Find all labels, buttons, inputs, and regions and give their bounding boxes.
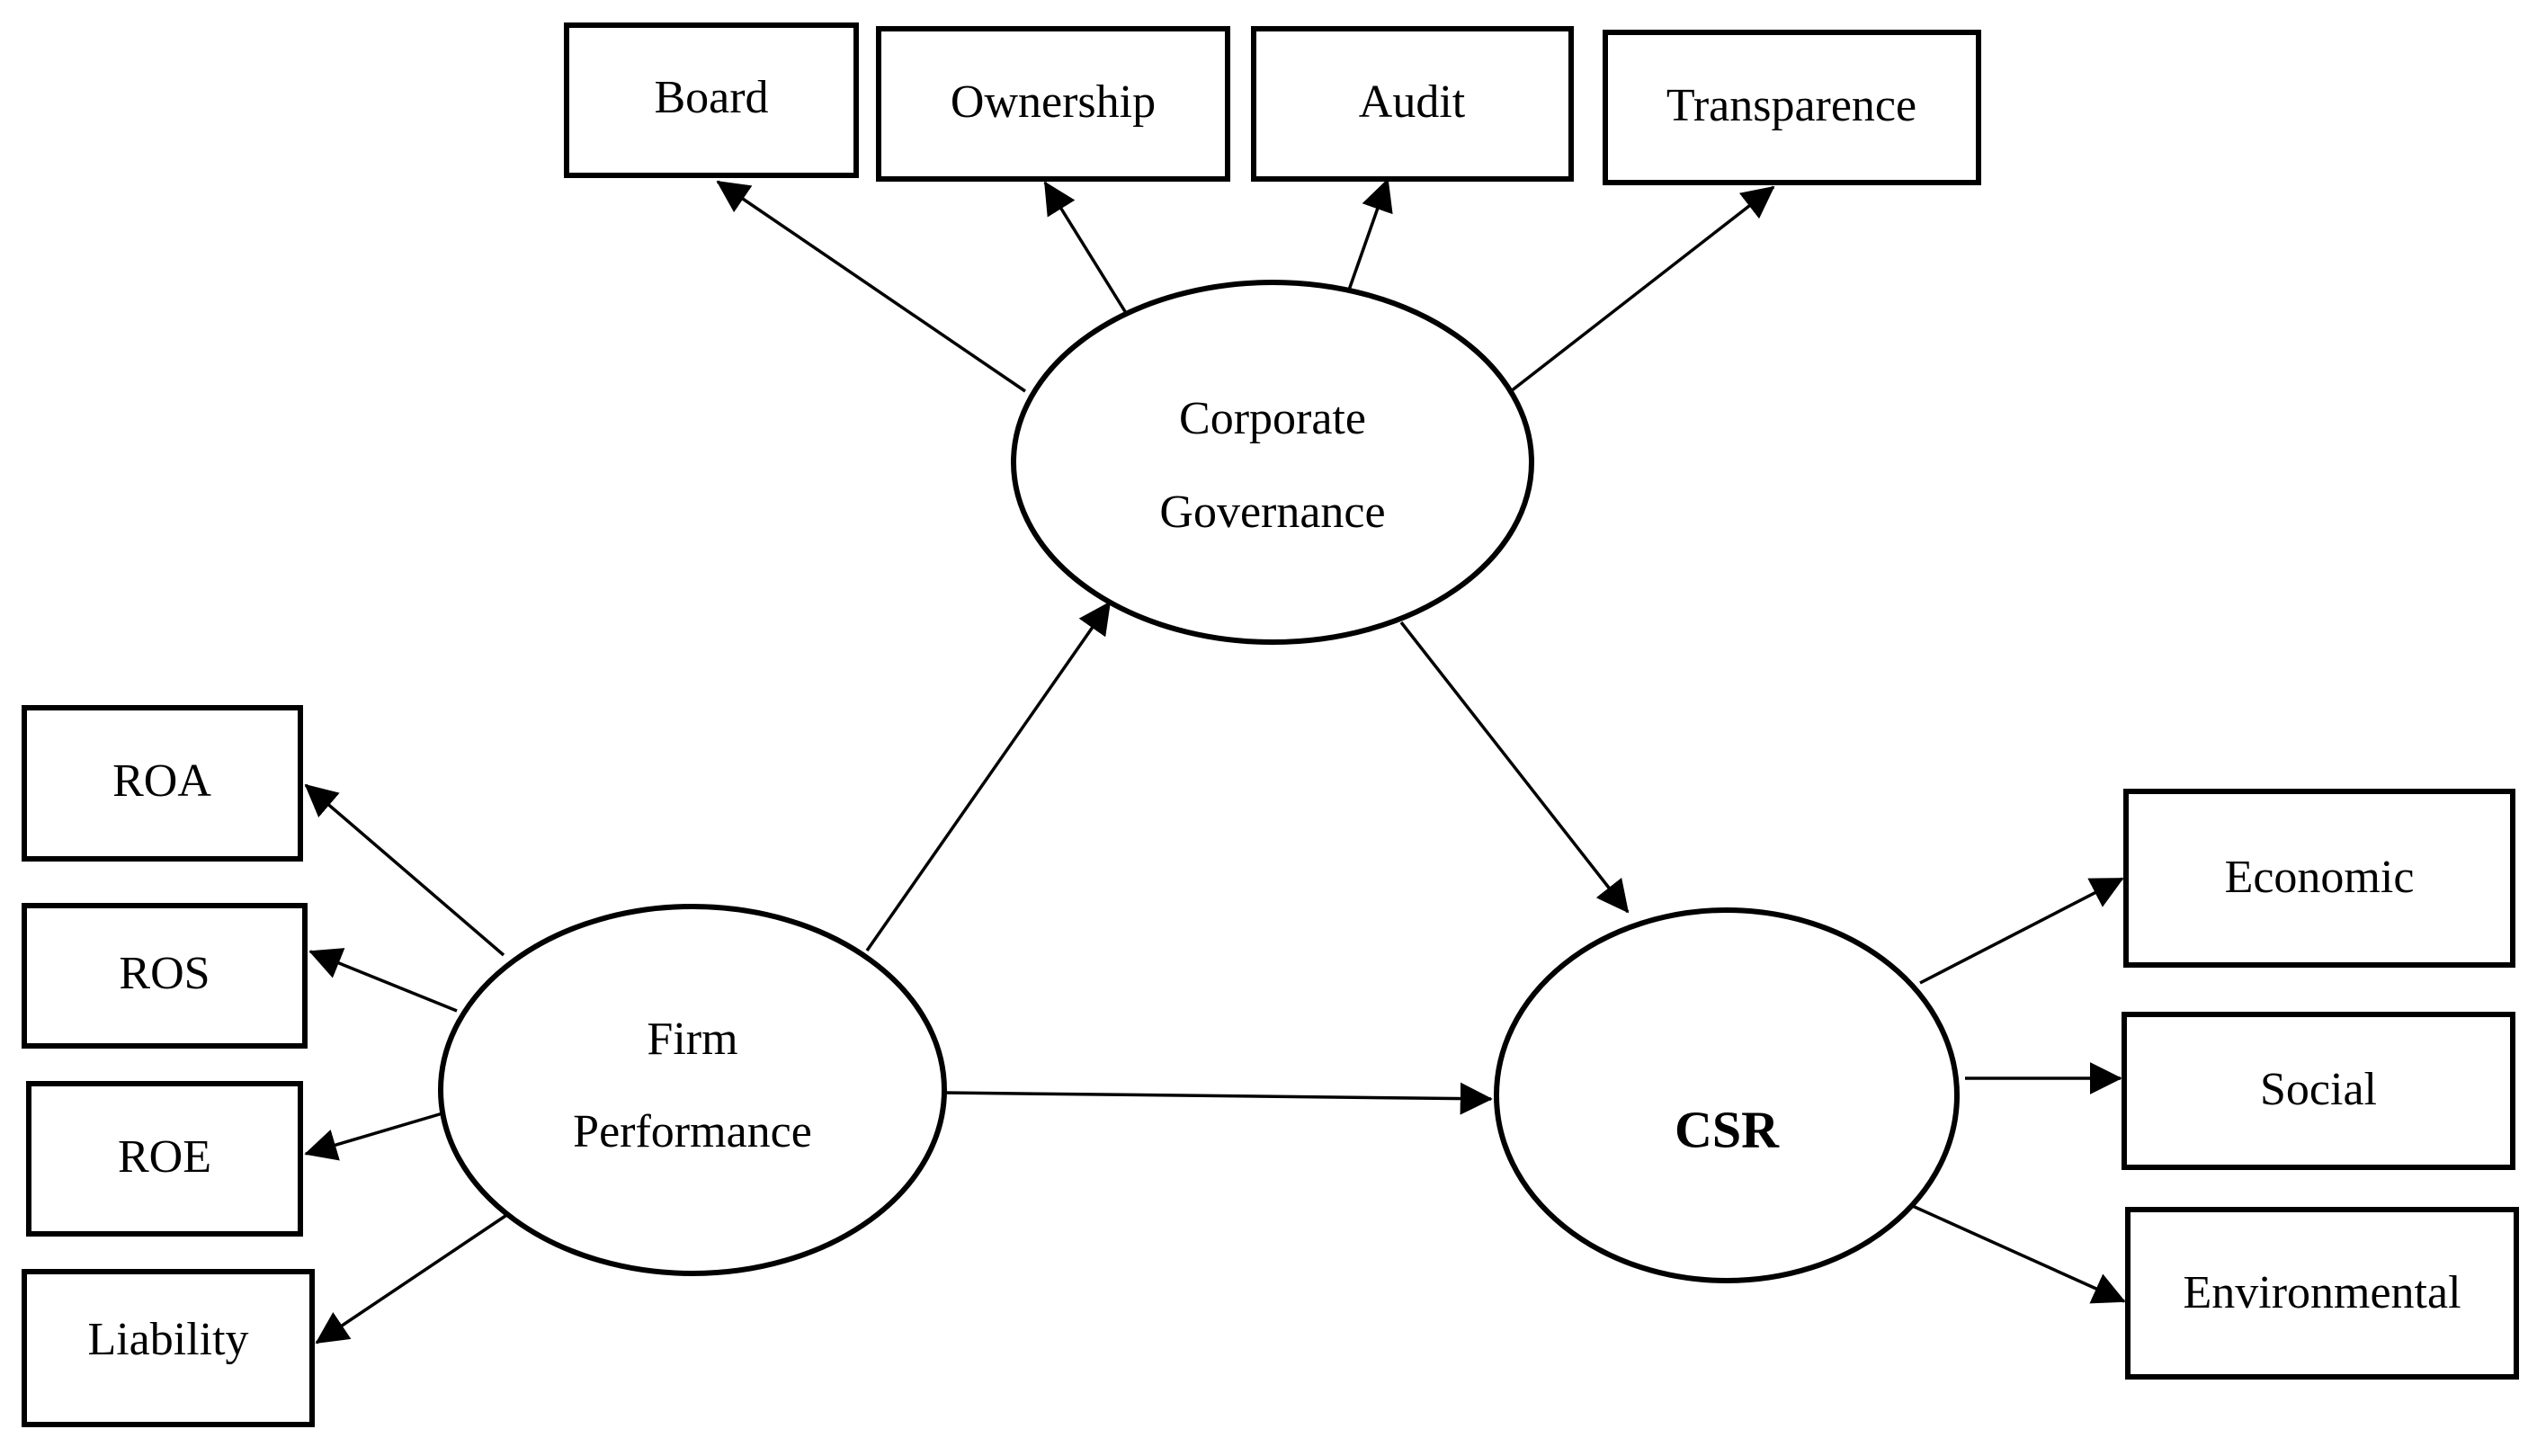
- performance-indicators: ROA ROS ROE Liability: [22, 705, 315, 1427]
- arrow-governance-to-board: [716, 180, 1026, 393]
- firm-performance-label-line1: Firm: [647, 1014, 737, 1065]
- social-label: Social: [2260, 1064, 2377, 1115]
- board-label: Board: [654, 72, 768, 123]
- arrow-performance-to-governance: [865, 601, 1112, 952]
- board-box: Board: [564, 22, 859, 178]
- transparence-label: Transparence: [1666, 80, 1916, 131]
- ownership-label: Ownership: [951, 76, 1156, 128]
- csr-indicators: Economic Social Environmental: [2122, 789, 2519, 1380]
- constructs: Corporate Governance Firm Performance CS…: [438, 280, 1960, 1283]
- arrow-governance-to-csr: [1399, 621, 1630, 914]
- roe-label: ROE: [118, 1131, 211, 1183]
- liability-label: Liability: [87, 1314, 248, 1365]
- arrow-csr-to-environmental: [1906, 1201, 2126, 1304]
- transparence-box: Transparence: [1603, 30, 1981, 185]
- csr-node: CSR: [1494, 907, 1960, 1283]
- firm-performance-node: Firm Performance: [438, 904, 947, 1276]
- economic-label: Economic: [2225, 852, 2415, 903]
- economic-box: Economic: [2123, 789, 2515, 968]
- ownership-box: Ownership: [876, 26, 1230, 182]
- arrow-performance-to-roa: [304, 783, 505, 957]
- roa-box: ROA: [22, 705, 303, 862]
- arrow-governance-to-audit: [1345, 178, 1393, 296]
- environmental-box: Environmental: [2125, 1207, 2519, 1380]
- roa-label: ROA: [112, 755, 211, 807]
- arrow-governance-to-transparence: [1509, 185, 1775, 393]
- corporate-governance-label-line2: Governance: [1159, 487, 1385, 538]
- corporate-governance-label-line1: Corporate: [1179, 393, 1366, 444]
- arrow-performance-to-roe: [304, 1112, 443, 1161]
- arrow-csr-to-economic: [1919, 877, 2124, 985]
- governance-indicators: Board Ownership Audit Transparence: [564, 22, 1981, 185]
- firm-performance-label-line2: Performance: [573, 1106, 812, 1157]
- arrow-performance-to-csr: [943, 1082, 1493, 1115]
- arrow-performance-to-ros: [308, 948, 458, 1013]
- csr-label: CSR: [1675, 1100, 1780, 1158]
- arrow-governance-to-ownership: [1043, 181, 1128, 314]
- roe-box: ROE: [26, 1081, 303, 1237]
- audit-box: Audit: [1251, 26, 1574, 182]
- ros-label: ROS: [119, 948, 210, 999]
- ros-box: ROS: [22, 903, 308, 1049]
- audit-label: Audit: [1359, 76, 1466, 128]
- environmental-label: Environmental: [2183, 1267, 2461, 1318]
- corporate-governance-node: Corporate Governance: [1011, 280, 1534, 645]
- social-box: Social: [2122, 1012, 2515, 1170]
- edges: [304, 178, 2126, 1344]
- arrow-performance-to-liability: [315, 1212, 509, 1344]
- liability-box: Liability: [22, 1269, 315, 1427]
